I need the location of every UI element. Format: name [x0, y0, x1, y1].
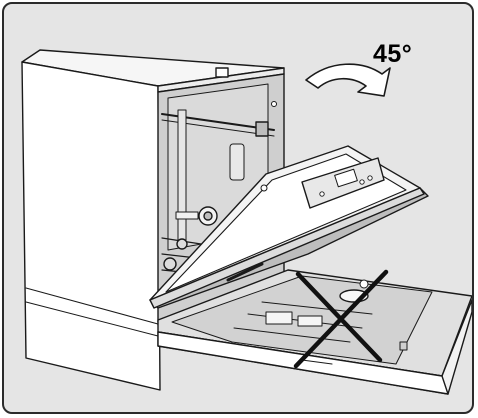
dishwasher-illustration	[21, 49, 472, 395]
dishwasher-door	[149, 145, 429, 309]
hinge-bracket	[215, 67, 229, 78]
illustration-frame: 45°	[2, 2, 474, 414]
rotation-angle-label: 45°	[373, 40, 413, 68]
lower-basket-area	[157, 269, 472, 395]
cross-icon	[293, 269, 389, 369]
curved-arrow-icon	[305, 63, 391, 97]
